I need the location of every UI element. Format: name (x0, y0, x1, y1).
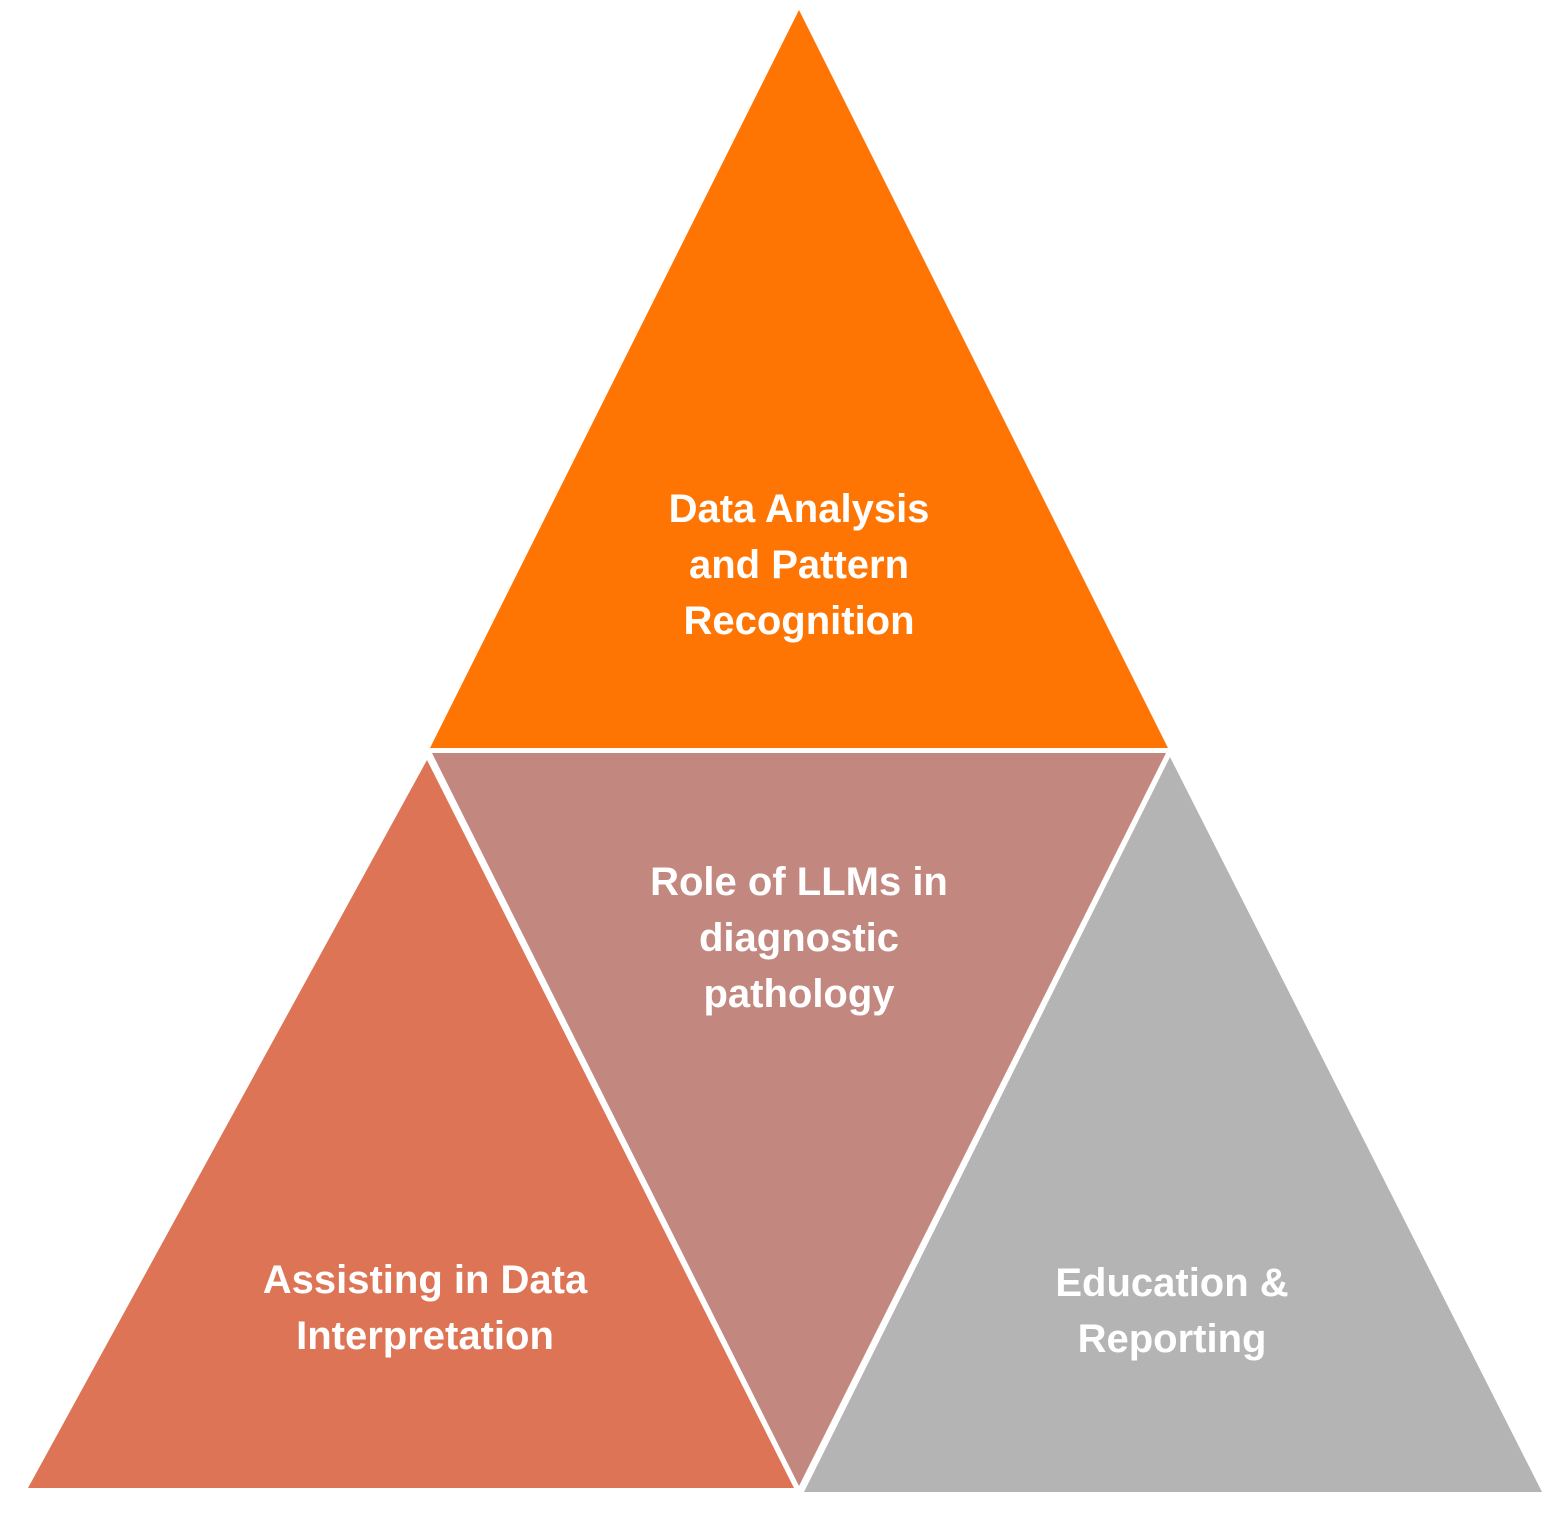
bottom-left-label-line: Assisting in Data (263, 1258, 588, 1302)
center-label: Role of LLMs in diagnostic pathology (650, 860, 948, 1016)
bottom-right-label: Education & Reporting (1055, 1261, 1288, 1361)
center-label-line: pathology (703, 972, 895, 1016)
bottom-left-triangle (28, 760, 794, 1488)
top-label-line: and Pattern (689, 543, 909, 587)
center-label-line: diagnostic (699, 916, 899, 960)
bottom-right-label-line: Reporting (1078, 1317, 1267, 1361)
top-triangle (430, 10, 1168, 748)
bottom-left-label-line: Interpretation (296, 1314, 554, 1358)
center-triangle (432, 753, 1166, 1486)
bottom-left-label: Assisting in Data Interpretation (263, 1258, 588, 1358)
center-label-line: Role of LLMs in (650, 860, 948, 904)
top-label-line: Data Analysis (669, 487, 930, 531)
bottom-right-triangle (804, 757, 1542, 1492)
top-label: Data Analysis and Pattern Recognition (669, 487, 930, 643)
top-label-line: Recognition (683, 599, 914, 643)
bottom-right-label-line: Education & (1055, 1261, 1288, 1305)
